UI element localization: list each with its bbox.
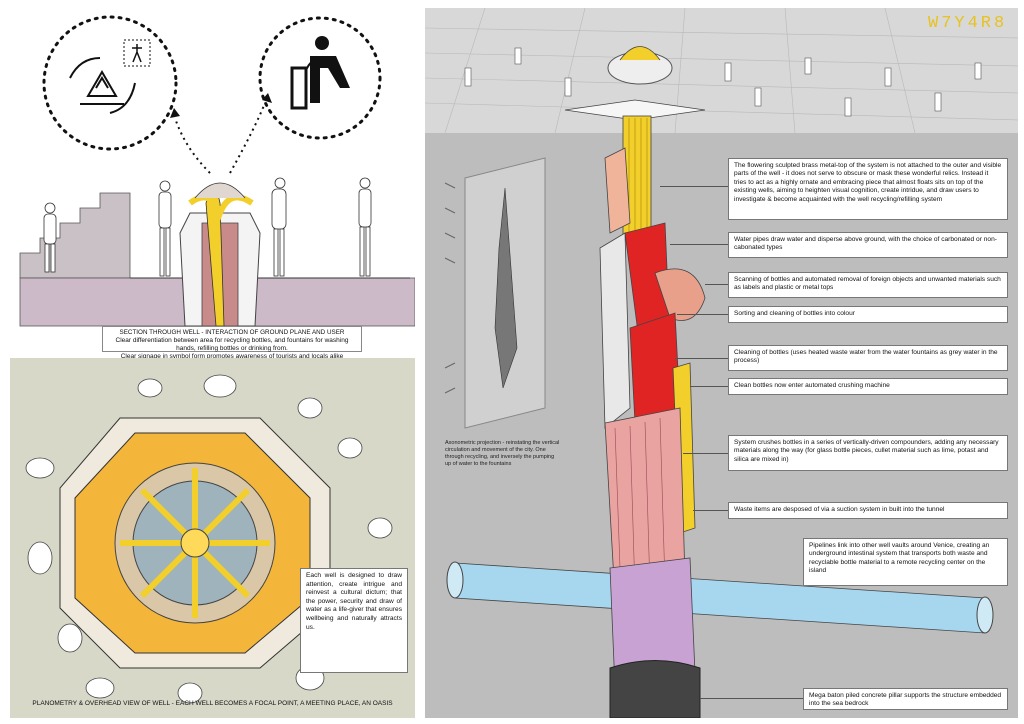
note-water-pipes: Water pipes draw water and disperse abov… [728, 232, 1008, 258]
drinking-fountain-icon [290, 36, 350, 110]
plan-caption: PLANOMETRY & OVERHEAD VIEW OF WELL - EAC… [32, 700, 393, 707]
section-panel: SECTION THROUGH WELL - INTERACTION OF GR… [10, 8, 416, 360]
plaza-paving [425, 8, 1018, 133]
note-pipelines: Pipelines link into other well vaults ar… [803, 538, 1008, 586]
section-caption: SECTION THROUGH WELL - INTERACTION OF GR… [102, 326, 362, 360]
concrete-pillar [609, 660, 701, 719]
brass-pipes [622, 115, 652, 237]
note-compounders: System crushes bottles in a series of ve… [728, 435, 1008, 471]
ground-slab [564, 99, 706, 121]
recycle-bubble [42, 15, 178, 151]
section-line-2: Clear signage in symbol form promotes aw… [120, 353, 344, 360]
project-code: W7Y4R8 [928, 14, 1008, 33]
brass-top [619, 46, 661, 61]
note-sorting: Sorting and cleaning of bottles into col… [728, 306, 1008, 323]
section-title: SECTION THROUGH WELL - INTERACTION OF GR… [119, 329, 345, 336]
axo-note: Axonometric projection - reinstating the… [445, 440, 560, 467]
section-line-1: Clear differentiation between area for r… [115, 337, 349, 352]
plan-description: Each well is designed to draw attention,… [300, 568, 408, 673]
note-scanning: Scanning of bottles and automated remova… [728, 272, 1008, 298]
stairs [19, 192, 131, 279]
plan-panel: Each well is designed to draw attention,… [10, 358, 415, 718]
bin-sign-icon [123, 39, 151, 67]
people-silhouettes [43, 177, 372, 277]
plan-drawing [25, 374, 393, 704]
recycle-icon [69, 57, 136, 114]
note-cleaning: Cleaning of bottles (uses heated waste w… [728, 345, 1008, 371]
section-drawing [19, 15, 416, 327]
note-brass-top: The flowering sculpted brass metal-top o… [728, 158, 1008, 220]
drinking-bubble [258, 16, 382, 140]
white-pipes [599, 232, 631, 429]
note-waste: Waste items are desposed of via a suctio… [728, 502, 1008, 519]
note-crushing-entry: Clean bottles now enter automated crushi… [728, 378, 1008, 395]
note-pillar: Mega baton piled concrete pillar support… [803, 688, 1008, 710]
axonometric-drawing [424, 7, 1019, 719]
axonometric-panel: Axonometric projection - reinstating the… [424, 7, 1019, 719]
plaza-people [464, 47, 982, 117]
